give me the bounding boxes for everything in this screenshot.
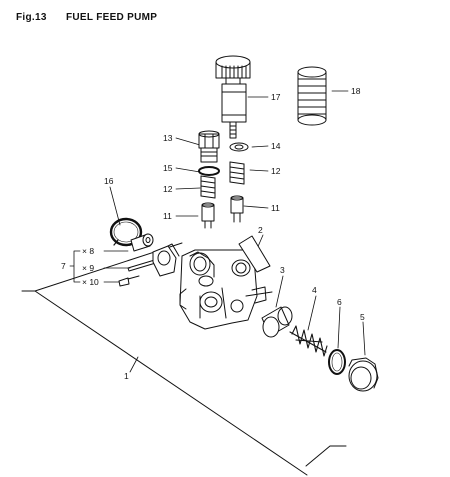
callout-11-left: 11: [163, 211, 172, 221]
callout-5: 5: [360, 312, 365, 322]
callout-16: 16: [104, 176, 114, 186]
pump-housing: [179, 249, 273, 330]
piston-spring: [289, 325, 328, 357]
callout-14: 14: [271, 141, 281, 151]
sleeve: [261, 306, 293, 338]
callout-2: 2: [258, 225, 263, 235]
valve-left: [201, 202, 215, 229]
tappet: [152, 243, 180, 277]
small-screw: [118, 275, 140, 287]
base-outline: [21, 242, 308, 476]
valve-spring-left: [200, 175, 216, 199]
callout-1: 1: [124, 371, 129, 381]
callout-17: 17: [271, 92, 281, 102]
fitting: [198, 130, 220, 163]
leader-lines: [109, 90, 366, 373]
callout-6: 6: [337, 297, 342, 307]
valve-right: [230, 195, 244, 223]
gasket-ring: [198, 166, 220, 176]
snap-ring: [109, 217, 143, 247]
o-ring: [328, 349, 346, 375]
priming-pump: [215, 55, 251, 139]
base-outline-right: [305, 445, 347, 467]
callout-7: 7: [61, 261, 66, 271]
cover-plate: [238, 235, 271, 273]
plug: [348, 357, 379, 392]
roller: [130, 233, 154, 252]
callout-12-right: 12: [271, 166, 281, 176]
callout-13: 13: [163, 133, 173, 143]
callout-11-right: 11: [271, 203, 280, 213]
valve-spring-right: [229, 161, 245, 185]
rubber-boot: [297, 66, 327, 126]
washer: [229, 142, 249, 152]
callout-8: × 8: [82, 246, 95, 256]
callout-12-left: 12: [163, 184, 173, 194]
callout-18: 18: [351, 86, 361, 96]
figure-number: Fig.13: [16, 12, 47, 23]
callout-10: × 10: [82, 277, 99, 287]
group-bracket: [69, 250, 131, 283]
figure-title: FUEL FEED PUMP: [66, 12, 158, 23]
callout-3: 3: [280, 265, 285, 275]
callout-9: × 9: [82, 263, 95, 273]
callout-15: 15: [163, 163, 173, 173]
callout-4: 4: [312, 285, 317, 295]
pin: [127, 258, 160, 272]
